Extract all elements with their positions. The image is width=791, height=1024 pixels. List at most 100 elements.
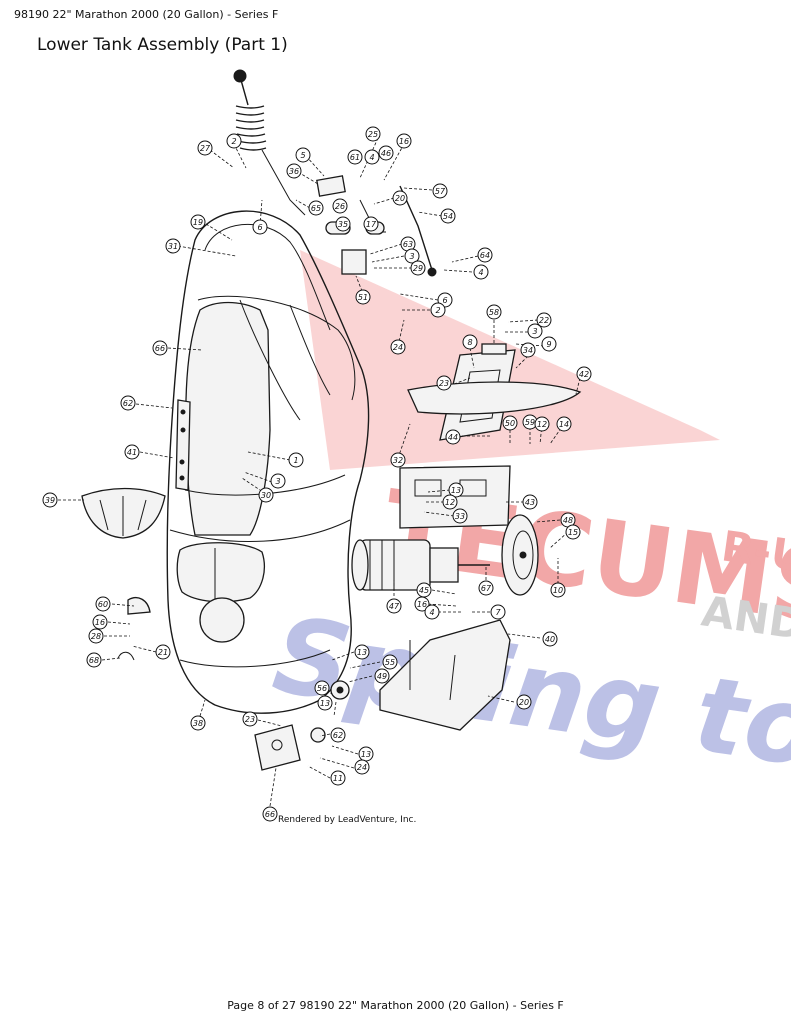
callout-circle (190, 214, 206, 230)
callout-36: 36 (286, 163, 302, 179)
callout-circle (242, 711, 258, 727)
parts-diagram: TECUMS R-US AND Spring too (42, 69, 791, 825)
callout-label: 2 (435, 306, 440, 315)
callout-24: 24 (354, 759, 370, 775)
document-header: 98190 22" Marathon 2000 (20 Gallon) - Se… (14, 8, 279, 21)
callout-33: 33 (452, 508, 468, 524)
callout-21: 21 (155, 644, 171, 660)
callout-label: 23 (245, 715, 255, 724)
callout-circle (477, 247, 493, 263)
callout-label: 22 (539, 316, 549, 325)
callout-label: 28 (91, 632, 101, 641)
callout-label: 15 (568, 528, 578, 537)
callout-label: 4 (478, 268, 483, 277)
callout-4: 4 (424, 604, 440, 620)
callout-15: 15 (565, 524, 581, 540)
callout-label: 25 (368, 130, 378, 139)
callout-27: 27 (197, 140, 213, 156)
callout-circle (473, 264, 489, 280)
callout-circle (520, 342, 536, 358)
callout-label: 13 (320, 699, 330, 708)
callout-circle (124, 444, 140, 460)
left-bracket (175, 399, 191, 491)
callout-67: 67 (478, 580, 494, 596)
callout-circle (550, 582, 566, 598)
callout-61: 61 (347, 149, 363, 165)
callout-label: 44 (448, 433, 458, 442)
callout-12: 12 (534, 416, 550, 432)
callout-circle (95, 596, 111, 612)
callout-circle (414, 596, 430, 612)
callout-circle (354, 644, 370, 660)
callout-label: 51 (358, 293, 368, 302)
callout-circle (288, 452, 304, 468)
render-credit: Rendered by LeadVenture, Inc. (278, 815, 416, 825)
callout-label: 62 (333, 731, 343, 740)
callout-66: 66 (262, 806, 278, 822)
callout-35: 35 (335, 216, 351, 232)
callout-label: 47 (389, 602, 400, 611)
callout-label: 41 (127, 448, 137, 457)
callout-label: 14 (559, 420, 569, 429)
callout-51: 51 (355, 289, 371, 305)
callout-circle (576, 366, 592, 382)
callout-23: 23 (436, 375, 452, 391)
callout-circle (86, 652, 102, 668)
top-plate-51 (341, 249, 367, 275)
callout-circle (197, 140, 213, 156)
callout-4: 4 (473, 264, 489, 280)
callout-25: 25 (365, 126, 381, 142)
callout-47: 47 (386, 598, 402, 614)
callout-label: 33 (455, 512, 465, 521)
callout-circle (42, 492, 58, 508)
wheel-48 (501, 514, 539, 596)
callout-circle (226, 133, 242, 149)
callout-66: 66 (152, 340, 168, 356)
callout-label: 20 (395, 194, 405, 203)
callout-45: 45 (416, 582, 432, 598)
callout-circle (374, 668, 390, 684)
callout-34: 34 (520, 342, 536, 358)
callout-42: 42 (576, 366, 592, 382)
callout-label: 48 (563, 516, 573, 525)
callout-65: 65 (308, 200, 324, 216)
callout-label: 58 (489, 308, 499, 317)
callout-circle (165, 238, 181, 254)
callout-circle (390, 339, 406, 355)
callout-label: 63 (403, 240, 413, 249)
callout-20: 20 (392, 190, 408, 206)
callout-label: 8 (467, 338, 472, 347)
callout-label: 64 (480, 251, 490, 260)
callout-circle (363, 216, 379, 232)
callout-circle (502, 415, 518, 431)
callout-label: 46 (381, 149, 391, 158)
callout-circle (490, 604, 506, 620)
callout-16: 16 (92, 614, 108, 630)
callout-64: 64 (477, 247, 493, 263)
cable-spring (233, 69, 306, 216)
callout-label: 54 (443, 212, 453, 221)
callout-circle (295, 147, 311, 163)
motor-47 (351, 539, 490, 591)
callout-50: 50 (502, 415, 518, 431)
callout-circle (542, 631, 558, 647)
callout-circle (308, 200, 324, 216)
callout-circle (355, 289, 371, 305)
callout-56: 56 (314, 680, 330, 696)
callout-label: 3 (275, 477, 280, 486)
callout-circle (445, 429, 461, 445)
callout-label: 12 (445, 498, 455, 507)
callout-label: 19 (193, 218, 203, 227)
callout-label: 29 (413, 264, 423, 273)
page-title: Lower Tank Assembly (Part 1) (37, 35, 288, 55)
callout-circle (436, 375, 452, 391)
callout-17: 17 (363, 216, 379, 232)
base-plate-40 (379, 619, 511, 731)
callout-label: 35 (338, 220, 348, 229)
callout-1: 1 (288, 452, 304, 468)
callout-13: 13 (354, 644, 370, 660)
callout-circle (332, 198, 348, 214)
watermark-word-3: AND (699, 586, 791, 649)
callout-28: 28 (88, 628, 104, 644)
